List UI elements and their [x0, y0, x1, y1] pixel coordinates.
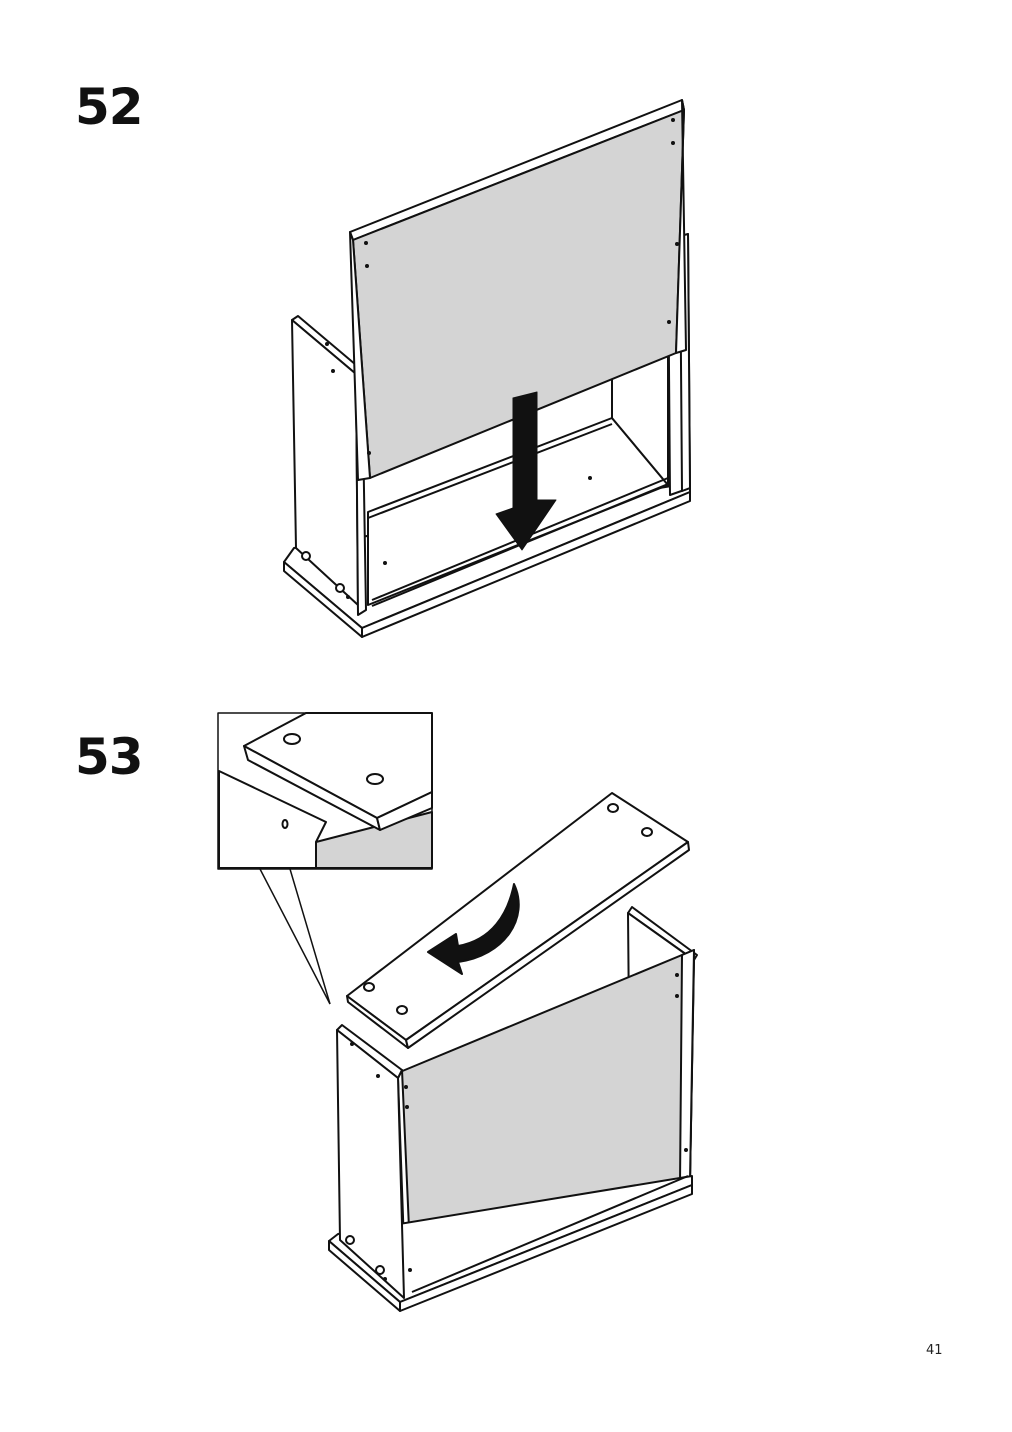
bottom-board	[328, 1175, 693, 1312]
screw-holes	[350, 973, 688, 1281]
back-panel	[349, 99, 687, 481]
arrow-down-icon	[495, 391, 557, 551]
page-number: 41	[926, 1343, 943, 1358]
left-side-panel	[336, 1024, 405, 1299]
step-52-illustration	[283, 99, 691, 638]
cabinet-back-panel	[397, 906, 698, 1301]
step-number-53: 53	[75, 728, 144, 786]
step-number-52: 52	[75, 78, 144, 136]
top-board	[346, 792, 690, 1049]
curved-arrow-icon	[427, 883, 520, 975]
screw-holes	[325, 118, 679, 599]
cam-holes	[301, 551, 345, 593]
detail-inset	[217, 712, 433, 1005]
cam-holes	[345, 1235, 385, 1275]
